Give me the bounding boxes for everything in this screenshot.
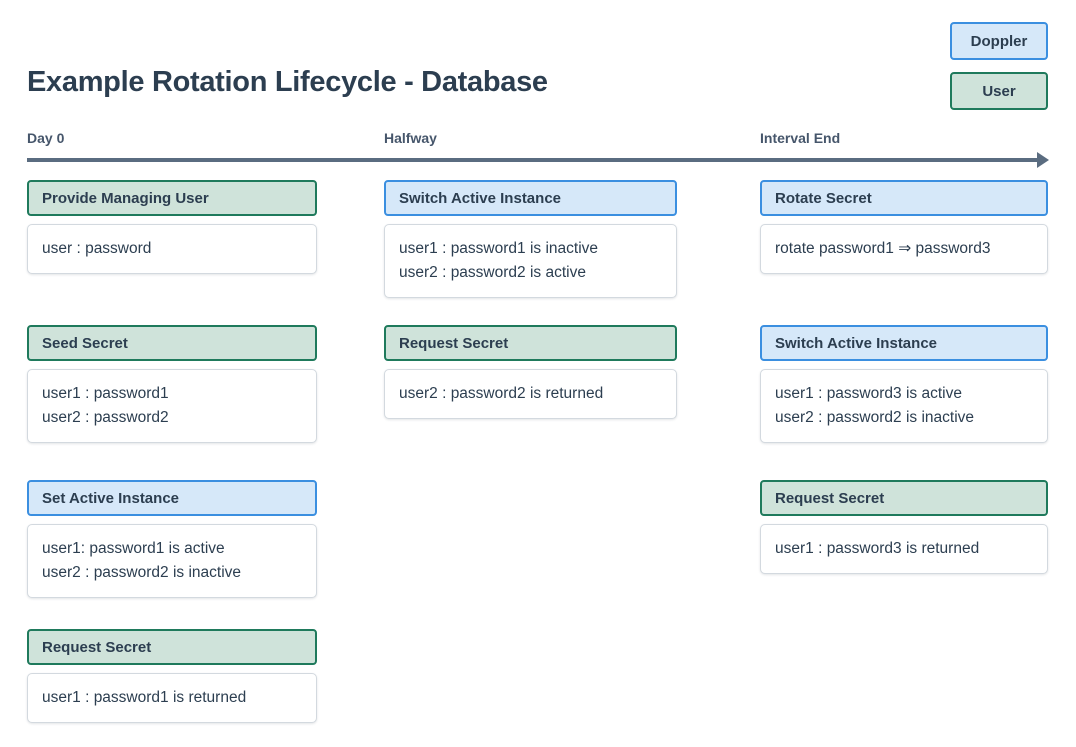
card-body-line: user : password bbox=[42, 240, 152, 257]
lifecycle-card: Request Secret user1 : password1 is retur… bbox=[27, 629, 317, 724]
card-body-line: rotate password1 ⇒ password3 bbox=[775, 240, 991, 257]
card-header: Set Active Instance bbox=[27, 480, 317, 516]
card-body-line: user1 : password1 is inactive bbox=[399, 240, 599, 257]
card-header: Switch Active Instance bbox=[384, 180, 677, 216]
card-body: user1: password1 is active user2 : passwo… bbox=[27, 524, 317, 599]
card-body-line: user1 : password1 is returned bbox=[42, 689, 247, 706]
lifecycle-card: Switch Active Instance user1 : password1 … bbox=[384, 180, 677, 299]
card-header: Request Secret bbox=[384, 325, 677, 361]
card-header: Request Secret bbox=[27, 629, 317, 665]
card-body-line: user1 : password3 is active bbox=[775, 385, 962, 402]
card-body: user : password bbox=[27, 224, 317, 275]
page-title: Example Rotation Lifecycle - Database bbox=[27, 66, 548, 98]
timeline-axis-line bbox=[27, 158, 1039, 162]
timeline-stage-label: Day 0 bbox=[27, 130, 65, 146]
card-header: Switch Active Instance bbox=[760, 325, 1048, 361]
lifecycle-card: Switch Active Instance user1 : password3 … bbox=[760, 325, 1048, 444]
card-body-line: user1: password1 is active bbox=[42, 540, 225, 557]
card-header: Request Secret bbox=[760, 480, 1048, 516]
legend-chip-label: Doppler bbox=[970, 32, 1028, 50]
legend-chip-label: User bbox=[982, 82, 1016, 100]
legend-chip-doppler: Doppler bbox=[950, 22, 1048, 60]
card-body: user2 : password2 is returned bbox=[384, 369, 677, 420]
card-body: user1 : password1 is inactive user2 : pas… bbox=[384, 224, 677, 299]
lifecycle-card: Seed Secret user1 : password1 user2 : pass… bbox=[27, 325, 317, 444]
card-body: user1 : password3 is active user2 : passw… bbox=[760, 369, 1048, 444]
card-body-line: user2 : password2 bbox=[42, 409, 169, 427]
card-header: Seed Secret bbox=[27, 325, 317, 361]
lifecycle-card: Request Secret user1 : password3 is retur… bbox=[760, 480, 1048, 575]
card-header: Rotate Secret bbox=[760, 180, 1048, 216]
card-body-line: user2 : password2 is inactive bbox=[42, 564, 242, 582]
card-body-line: user1 : password1 bbox=[42, 385, 169, 402]
card-body: user1 : password1 user2 : password2 bbox=[27, 369, 317, 444]
card-body-line: user1 : password3 is returned bbox=[775, 540, 980, 557]
lifecycle-card: Rotate Secret rotate password1 ⇒ password… bbox=[760, 180, 1048, 275]
card-body-line: user2 : password2 is active bbox=[399, 264, 586, 282]
legend-chip-user: User bbox=[950, 72, 1048, 110]
lifecycle-card: Provide Managing User user : password bbox=[27, 180, 317, 275]
card-header: Provide Managing User bbox=[27, 180, 317, 216]
timeline-arrowhead-icon bbox=[1037, 152, 1049, 168]
card-body-line: user2 : password2 is inactive bbox=[775, 409, 975, 427]
timeline-stage-label: Interval End bbox=[760, 130, 841, 146]
lifecycle-card: Request Secret user2 : password2 is retur… bbox=[384, 325, 677, 420]
lifecycle-card: Set Active Instance user1: password1 is a… bbox=[27, 480, 317, 599]
card-body: rotate password1 ⇒ password3 bbox=[760, 224, 1048, 275]
card-body-line: user2 : password2 is returned bbox=[399, 385, 604, 402]
card-body: user1 : password3 is returned bbox=[760, 524, 1048, 575]
timeline-stage-label: Halfway bbox=[384, 130, 437, 146]
card-body: user1 : password1 is returned bbox=[27, 673, 317, 724]
timeline: Day 0 Halfway Interval End bbox=[0, 130, 1076, 170]
